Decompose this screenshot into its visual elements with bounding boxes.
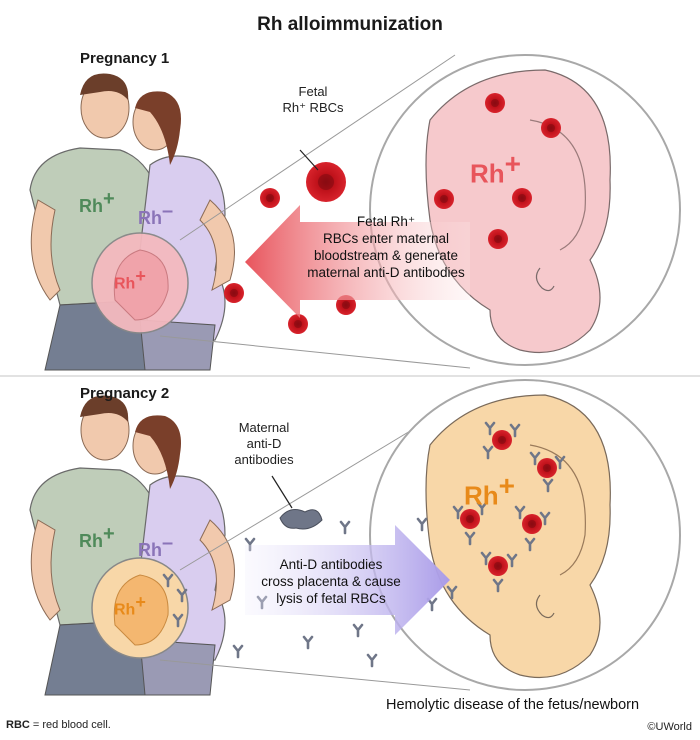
zoom-cone-lines: [159, 424, 471, 691]
antibody-label: Maternal anti-D antibodies: [234, 420, 294, 467]
label-pointer: [299, 149, 319, 171]
fetus-arm: [529, 444, 586, 576]
red-arrow-text: Fetal Rh⁺ RBCs enter maternal bloodstrea…: [307, 214, 465, 280]
rbc: [224, 283, 244, 303]
antibody: [232, 644, 244, 659]
mother-hair: [135, 415, 181, 489]
rbc: [488, 556, 508, 576]
page-title: Rh alloimmunization: [257, 14, 443, 35]
purple-arrow: [245, 525, 450, 635]
father-arm: [30, 519, 61, 621]
rbc: [541, 118, 561, 138]
pregnancy2-couple: [29, 395, 235, 696]
fetal-rbc-label: Fetal Rh⁺ RBCs: [282, 84, 344, 115]
mother-rh-label: Rh–: [138, 532, 174, 560]
antibody: [366, 653, 378, 668]
mother-rh-label: Rh–: [138, 200, 174, 228]
father-arm: [30, 199, 61, 301]
rbc: [288, 314, 308, 334]
father-hair: [80, 73, 129, 100]
mother-hair: [135, 91, 181, 165]
father-rh-label: Rh+: [79, 188, 115, 216]
father-rh-label: Rh+: [79, 523, 115, 551]
footnote: RBC = red blood cell.: [6, 719, 111, 731]
pregnancy1-heading: Pregnancy 1: [80, 50, 170, 67]
rbc: [434, 189, 454, 209]
antibody: [339, 520, 351, 535]
rbc: [485, 93, 505, 113]
pregnancy1-zoom: [369, 54, 681, 366]
pregnancy2-heading: Pregnancy 2: [80, 385, 170, 402]
zoom-cone-lines: [159, 54, 471, 369]
antibody: [302, 635, 314, 650]
fetus-small: [113, 574, 169, 646]
rbc: [488, 229, 508, 249]
fetus-rh-label: Rh+: [114, 592, 146, 619]
mother-pants: [139, 319, 216, 371]
purple-arrow-text: Anti-D antibodies cross placenta & cause…: [261, 557, 401, 606]
hdn-caption: Hemolytic disease of the fetus/newborn: [386, 697, 640, 713]
pregnancy1-couple: [29, 73, 235, 371]
footnote-abbr: RBC: [6, 719, 30, 731]
rbc: [492, 430, 512, 450]
father-hair: [80, 395, 129, 422]
maternal-blood-rbcs: [224, 149, 356, 334]
maternal-antibodies: [232, 475, 458, 668]
copyright: ©UWorld: [647, 721, 692, 733]
fetus-rh-label: Rh+: [114, 266, 146, 293]
fetus-ear: [535, 267, 555, 292]
rbc: [460, 509, 480, 529]
rbc-large: [306, 162, 346, 202]
rbc: [537, 458, 557, 478]
fetus-small: [113, 249, 169, 321]
antibody: [352, 623, 364, 638]
pregnancy2-zoom: [369, 379, 681, 691]
red-arrow: [245, 205, 470, 318]
fetus-ear: [535, 594, 555, 619]
label-pointer: [271, 475, 293, 509]
mother-arm: [199, 199, 235, 292]
rbc: [522, 514, 542, 534]
rbc: [512, 188, 532, 208]
footnote-text: = red blood cell.: [29, 719, 111, 731]
zoom-rh-label: Rh+: [470, 148, 522, 189]
rbc: [260, 188, 280, 208]
antibody-cluster: [279, 509, 323, 530]
zoom-rh-label: Rh+: [464, 470, 516, 511]
